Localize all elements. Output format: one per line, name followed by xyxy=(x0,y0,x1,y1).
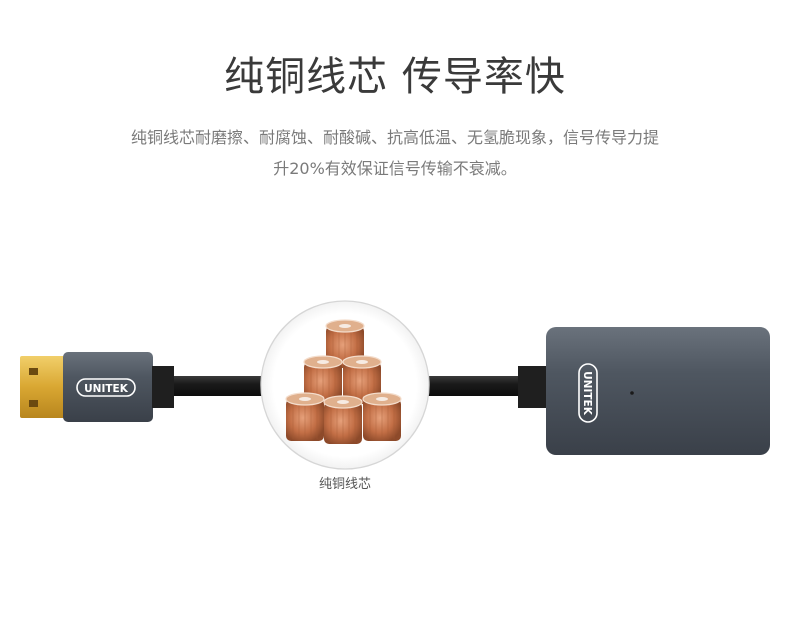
usb-male-plug: UNITEK xyxy=(20,352,174,422)
socket-strain-relief xyxy=(518,366,548,408)
page-title: 纯铜线芯 传导率快 xyxy=(224,54,566,100)
usb-extension-cable-illustration: UNITEK UNITEK xyxy=(20,300,770,470)
gold-connector xyxy=(20,356,65,418)
plug-housing xyxy=(63,352,153,422)
description-line-1: 纯铜线芯耐磨擦、耐腐蚀、耐酸碱、抗高低温、无氢脆现象，信号传导力提 xyxy=(130,128,659,147)
copper-spool xyxy=(323,395,363,444)
brand-logo-plug: UNITEK xyxy=(84,383,129,395)
copper-spools xyxy=(285,319,402,444)
contact-hole-1 xyxy=(29,368,38,375)
contact-hole-2 xyxy=(29,400,38,407)
plug-strain-relief xyxy=(152,366,174,408)
socket-housing xyxy=(546,327,770,455)
copper-spool xyxy=(362,392,402,441)
cable-left xyxy=(174,376,274,396)
led-indicator xyxy=(630,391,634,395)
cable-right xyxy=(420,376,520,396)
brand-logo-socket: UNITEK xyxy=(581,371,593,416)
usb-female-socket: UNITEK xyxy=(518,327,770,455)
copper-wire-magnifier xyxy=(260,300,430,470)
description-line-2: 升20%有效保证信号传输不衰减。 xyxy=(273,159,517,178)
copper-spool xyxy=(285,392,325,441)
description-text: 纯铜线芯耐磨擦、耐腐蚀、耐酸碱、抗高低温、无氢脆现象，信号传导力提 升20%有效… xyxy=(55,122,735,184)
magnifier-caption: 纯铜线芯 xyxy=(318,477,371,492)
